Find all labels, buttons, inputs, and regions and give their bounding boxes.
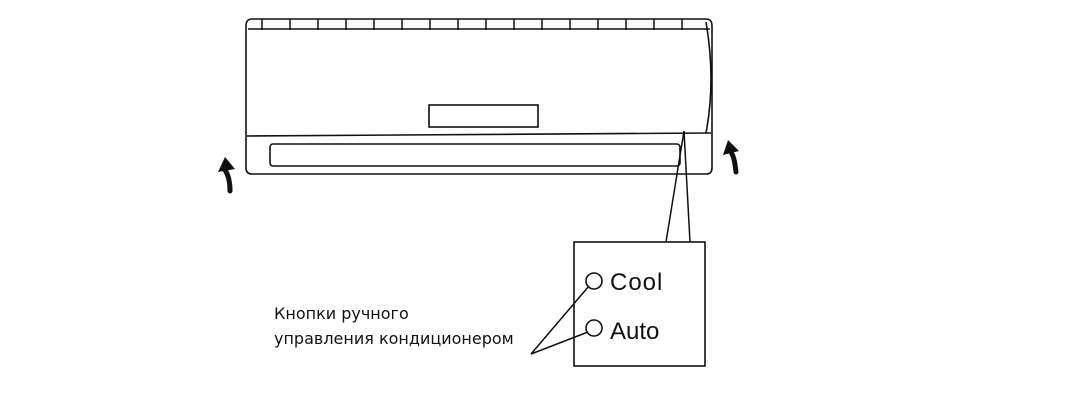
cool-button-circle[interactable]: [585, 272, 603, 290]
airflow-arrow-left-icon: [218, 157, 235, 194]
cool-button-label: Cool: [610, 269, 663, 296]
panel-leader-lines: [665, 130, 691, 243]
air-outlet-louver: [269, 143, 681, 167]
auto-button-circle[interactable]: [585, 319, 603, 337]
control-panel-callout: [573, 241, 706, 367]
annotation-pointer-lines: [530, 285, 590, 355]
front-panel-side-edge: [705, 21, 712, 134]
cool-button[interactable]: Cool: [585, 269, 663, 296]
auto-button[interactable]: Auto: [585, 318, 659, 345]
unit-outline: [245, 18, 713, 175]
display-window: [428, 104, 539, 128]
auto-button-label: Auto: [610, 318, 659, 345]
front-panel-bottom-edge: [246, 132, 712, 137]
annotation-text-line-2: управления кондиционером: [274, 329, 514, 348]
indoor-unit: [245, 18, 713, 175]
top-grille: [261, 19, 683, 30]
annotation-text-line-1: Кнопки ручного: [274, 304, 409, 323]
airflow-arrow-right-icon: [723, 140, 739, 175]
